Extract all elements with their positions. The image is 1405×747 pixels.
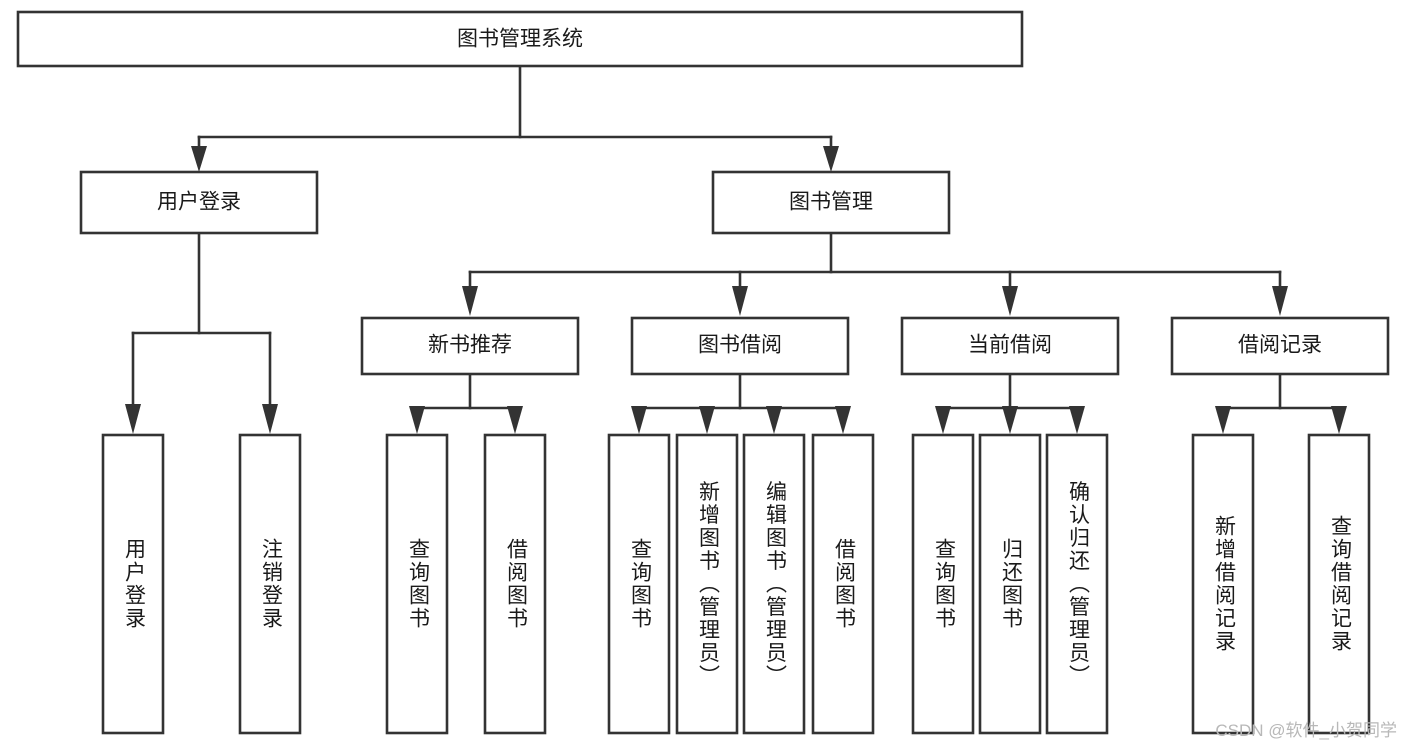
connector-group-borrow-record [1215,372,1347,434]
arrow-head-leaf-edit-book [766,406,782,434]
connector-group-book-manage [462,231,1288,316]
node-leaf-query-book-2-box[interactable] [607,433,671,735]
node-current-borrow-box[interactable] [900,316,1120,376]
connector-group-book-borrow [631,372,851,434]
node-root-box[interactable] [16,10,1024,68]
node-leaf-add-record-box[interactable] [1191,433,1255,735]
node-leaf-query-book-1-box[interactable] [385,433,449,735]
node-root-label: 图书管理系统 [457,28,583,51]
node-book-borrow-box[interactable] [630,316,850,376]
arrow-head-book-borrow [732,286,748,316]
node-leaf-query-record-label: 查询借阅记录 [1328,515,1352,653]
arrow-head-leaf-confirm-return [1069,406,1085,434]
arrow-head-current-borrow [1002,286,1018,316]
node-leaf-query-book-2-label: 查询图书 [628,538,652,630]
arrow-head-leaf-borrow-book-2 [835,406,851,434]
arrow-head-leaf-query-book-3 [935,406,951,434]
node-leaf-query-record[interactable]: 查询借阅记录 [1307,433,1371,735]
node-leaf-borrow-book-2-box[interactable] [811,433,875,735]
node-leaf-add-book-box[interactable] [675,433,739,735]
node-user-login-box[interactable] [79,170,319,235]
node-book-manage-box[interactable] [711,170,951,235]
node-leaf-query-book-1[interactable]: 查询图书 [385,433,449,735]
node-current-borrow[interactable]: 当前借阅 [900,316,1120,376]
node-leaf-query-book-2[interactable]: 查询图书 [607,433,671,735]
node-leaf-query-book-3-label: 查询图书 [932,538,956,630]
node-borrow-record-box[interactable] [1170,316,1390,376]
node-leaf-query-book-3[interactable]: 查询图书 [911,433,975,735]
arrow-head-leaf-query-book-2 [631,406,647,434]
arrow-head-new-book-rec [462,286,478,316]
connector-group-user-login [125,231,278,434]
node-root[interactable]: 图书管理系统 [16,10,1024,68]
node-leaf-add-record-label: 新增借阅记录 [1212,515,1236,653]
node-leaf-confirm-return-box[interactable] [1045,433,1109,735]
node-leaf-borrow-book-2[interactable]: 借阅图书 [811,433,875,735]
node-leaf-edit-book-box[interactable] [742,433,806,735]
node-leaf-confirm-return-label: 确认归还（管理员） [1066,481,1090,688]
node-leaf-edit-book[interactable]: 编辑图书（管理员） [742,433,806,735]
arrow-head-book-manage [823,146,839,172]
arrow-head-leaf-query-record [1331,406,1347,434]
node-current-borrow-label: 当前借阅 [968,334,1052,357]
node-leaf-return-book[interactable]: 归还图书 [978,433,1042,735]
connector-group-current-borrow [935,372,1085,434]
node-leaf-borrow-book-1-box[interactable] [483,433,547,735]
node-borrow-record[interactable]: 借阅记录 [1170,316,1390,376]
node-leaf-borrow-book-1[interactable]: 借阅图书 [483,433,547,735]
arrow-head-borrow-record [1272,286,1288,316]
node-leaf-user-login[interactable]: 用户登录 [101,433,165,735]
node-leaf-user-logout-label: 注销登录 [259,538,283,630]
arrow-head-leaf-user-logout [262,404,278,434]
arrow-head-leaf-query-book-1 [409,406,425,434]
node-book-borrow-label: 图书借阅 [698,334,782,357]
node-leaf-query-record-box[interactable] [1307,433,1371,735]
node-leaf-query-book-3-box[interactable] [911,433,975,735]
connector-group-root [191,64,839,172]
node-leaf-user-logout-box[interactable] [238,433,302,735]
arrow-head-leaf-user-login [125,404,141,434]
node-user-login-label: 用户登录 [157,191,241,214]
arrow-head-leaf-add-record [1215,406,1231,434]
node-leaf-user-login-box[interactable] [101,433,165,735]
node-new-book-rec-label: 新书推荐 [428,334,512,357]
arrow-head-leaf-add-book [699,406,715,434]
node-leaf-return-book-box[interactable] [978,433,1042,735]
node-leaf-add-book[interactable]: 新增图书（管理员） [675,433,739,735]
node-new-book-rec[interactable]: 新书推荐 [360,316,580,376]
node-new-book-rec-box[interactable] [360,316,580,376]
node-borrow-record-label: 借阅记录 [1238,334,1322,357]
node-book-manage-label: 图书管理 [789,191,873,214]
node-leaf-borrow-book-2-label: 借阅图书 [832,538,856,630]
node-leaf-borrow-book-1-label: 借阅图书 [504,538,528,630]
node-user-login[interactable]: 用户登录 [79,170,319,235]
node-leaf-edit-book-label: 编辑图书（管理员） [763,481,787,688]
node-leaf-confirm-return[interactable]: 确认归还（管理员） [1045,433,1109,735]
node-leaf-add-book-label: 新增图书（管理员） [696,481,720,688]
node-leaf-user-logout[interactable]: 注销登录 [238,433,302,735]
node-leaf-query-book-1-label: 查询图书 [406,538,430,630]
node-leaf-add-record[interactable]: 新增借阅记录 [1191,433,1255,735]
node-leaf-return-book-label: 归还图书 [999,538,1023,630]
arrow-head-user-login [191,146,207,172]
arrow-head-leaf-borrow-book-1 [507,406,523,434]
arrow-head-leaf-return-book [1002,406,1018,434]
node-book-manage[interactable]: 图书管理 [711,170,951,235]
node-book-borrow[interactable]: 图书借阅 [630,316,850,376]
node-leaf-user-login-label: 用户登录 [122,538,146,630]
connector-group-new-book-rec [409,372,523,434]
